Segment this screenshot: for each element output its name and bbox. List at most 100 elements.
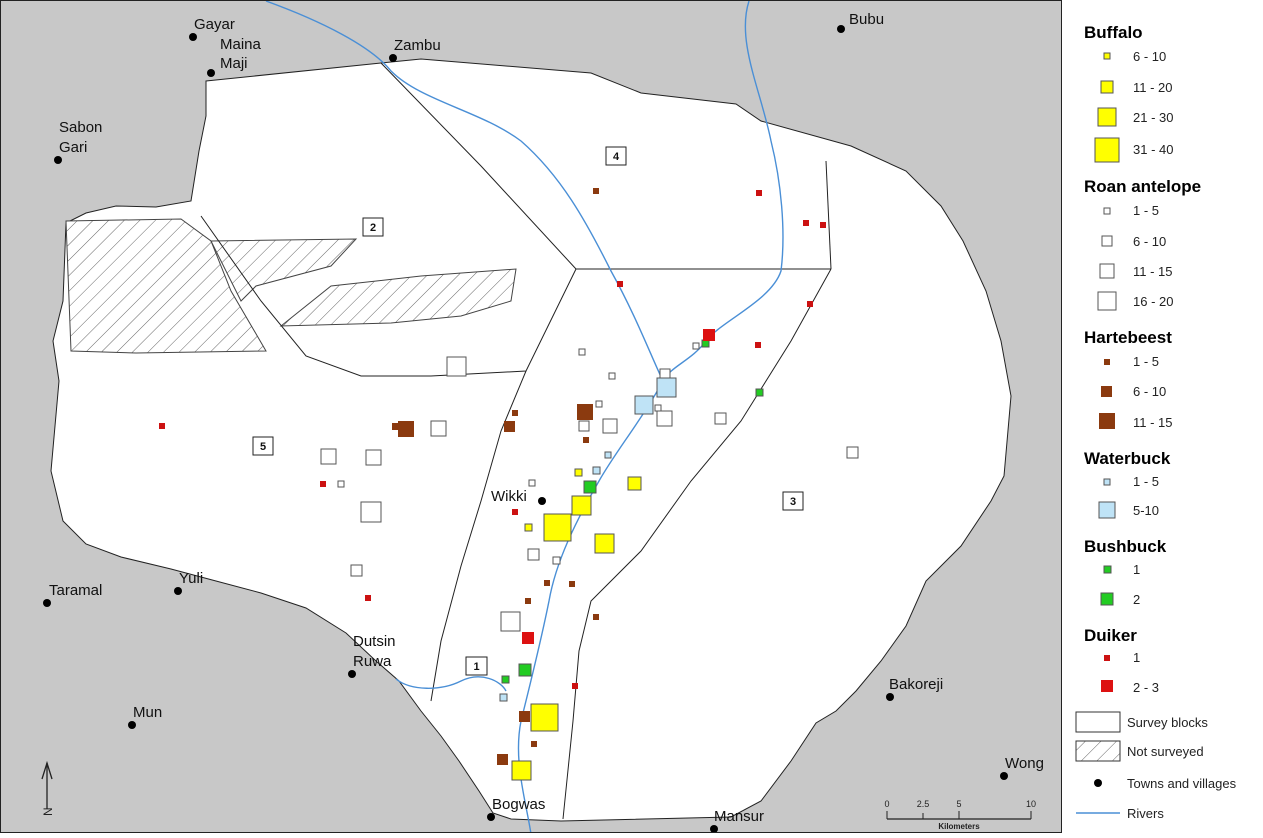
block-label-3: 3 bbox=[782, 491, 804, 511]
town-label-bubu: Bubu bbox=[849, 11, 884, 28]
town-dot bbox=[128, 721, 136, 729]
legend-title-duiker: Duiker bbox=[1084, 626, 1137, 645]
scale-tick: 10 bbox=[1026, 799, 1036, 809]
roan-marker bbox=[350, 564, 363, 577]
buffalo-marker bbox=[530, 703, 559, 732]
town-label-bogwas: Bogwas bbox=[492, 796, 545, 813]
hartebeest-marker bbox=[544, 580, 550, 586]
scale-bar: 0 2.5 5 10 Kilometers bbox=[884, 799, 1036, 831]
duiker-marker bbox=[512, 509, 518, 515]
town-dot bbox=[348, 670, 356, 678]
legend-title-roan: Roan antelope bbox=[1084, 177, 1201, 196]
town-dot bbox=[538, 497, 546, 505]
town-label-dutsin: Dutsin bbox=[353, 633, 396, 650]
roan-marker bbox=[527, 548, 540, 561]
legend-title-bushbuck: Bushbuck bbox=[1084, 537, 1167, 556]
legend-swatch-towns bbox=[1094, 779, 1102, 787]
svg-text:2: 2 bbox=[370, 222, 376, 234]
legend-swatch bbox=[1099, 263, 1115, 279]
town-label-gayar: Gayar bbox=[194, 16, 235, 33]
legend-title-waterbuck: Waterbuck bbox=[1084, 449, 1171, 468]
town-dot bbox=[1000, 772, 1008, 780]
roan-marker bbox=[552, 556, 561, 565]
map-frame[interactable]: 1 2 3 4 5 bbox=[0, 0, 1062, 833]
roan-marker bbox=[654, 404, 662, 412]
hartebeest-marker bbox=[398, 421, 414, 437]
duiker-marker bbox=[807, 301, 813, 307]
town-label-mansur: Mansur bbox=[714, 808, 764, 825]
waterbuck-marker bbox=[604, 451, 612, 459]
legend-item: 2 - 3 bbox=[1133, 680, 1159, 695]
duiker-marker bbox=[755, 342, 761, 348]
scale-unit: Kilometers bbox=[938, 822, 980, 831]
waterbuck-marker bbox=[592, 466, 601, 475]
town-label-maji: Maji bbox=[220, 55, 248, 72]
town-label-wikki: Wikki bbox=[491, 488, 527, 505]
town-dot bbox=[43, 599, 51, 607]
legend-item: 21 - 30 bbox=[1133, 110, 1173, 125]
duiker-marker bbox=[522, 632, 534, 644]
legend-swatch bbox=[1101, 680, 1113, 692]
legend-item: 1 - 5 bbox=[1133, 203, 1159, 218]
legend-item-survey-blocks: Survey blocks bbox=[1127, 715, 1208, 730]
legend-swatch bbox=[1103, 565, 1112, 574]
legend-item: 31 - 40 bbox=[1133, 142, 1173, 157]
legend-item: 6 - 10 bbox=[1133, 49, 1166, 64]
wildlife-markers bbox=[159, 188, 859, 781]
duiker-marker bbox=[617, 281, 623, 287]
town-label-taramal: Taramal bbox=[49, 582, 102, 599]
block-label-2: 2 bbox=[362, 217, 384, 237]
not-surveyed-area-mid bbox=[210, 238, 358, 302]
legend-swatch bbox=[1098, 501, 1116, 519]
bushbuck-marker bbox=[755, 388, 764, 397]
legend-item: 6 - 10 bbox=[1133, 234, 1166, 249]
scale-tick: 0 bbox=[884, 799, 889, 809]
legend-item: 11 - 20 bbox=[1133, 80, 1173, 95]
map-canvas[interactable]: 1 2 3 4 5 bbox=[1, 1, 1062, 833]
north-arrow-icon: N bbox=[41, 760, 55, 816]
block-boundaries bbox=[200, 62, 832, 820]
duiker-marker bbox=[756, 190, 762, 196]
scale-tick: 2.5 bbox=[917, 799, 930, 809]
legend-title-buffalo: Buffalo bbox=[1084, 23, 1143, 42]
legend-item: 1 - 5 bbox=[1133, 354, 1159, 369]
hartebeest-marker bbox=[593, 614, 599, 620]
legend-swatch-not-surveyed bbox=[1075, 740, 1121, 762]
hartebeest-marker bbox=[497, 754, 508, 765]
town-label-mun: Mun bbox=[133, 704, 162, 721]
legend-item-rivers: Rivers bbox=[1127, 806, 1164, 821]
legend-swatch bbox=[1103, 207, 1111, 215]
towns: Gayar Maina Maji Zambu Bubu Sabon Gari W… bbox=[43, 11, 1044, 832]
town-dot bbox=[174, 587, 182, 595]
bushbuck-marker bbox=[518, 663, 532, 677]
roan-marker bbox=[500, 611, 521, 632]
legend-item: 11 - 15 bbox=[1133, 415, 1173, 430]
roan-marker bbox=[446, 356, 467, 377]
hartebeest-marker bbox=[569, 581, 575, 587]
town-dot bbox=[837, 25, 845, 33]
duiker-marker bbox=[820, 222, 826, 228]
bushbuck-marker bbox=[501, 675, 510, 684]
town-label-zambu: Zambu bbox=[394, 37, 441, 54]
town-dot bbox=[886, 693, 894, 701]
legend-item: 2 bbox=[1133, 592, 1140, 607]
svg-text:5: 5 bbox=[260, 441, 266, 453]
legend-swatch bbox=[1100, 80, 1114, 94]
legend-item: 16 - 20 bbox=[1133, 294, 1173, 309]
waterbuck-marker bbox=[656, 377, 677, 398]
town-dot bbox=[189, 33, 197, 41]
legend-item: 1 - 5 bbox=[1133, 474, 1159, 489]
block-label-4: 4 bbox=[605, 146, 627, 166]
legend-swatch bbox=[1101, 235, 1113, 247]
legend-swatch bbox=[1099, 413, 1115, 429]
roan-marker bbox=[578, 420, 590, 432]
hartebeest-marker bbox=[583, 437, 589, 443]
duiker-marker bbox=[365, 595, 371, 601]
roan-marker bbox=[528, 479, 536, 487]
hartebeest-marker bbox=[512, 410, 518, 416]
hartebeest-marker bbox=[392, 423, 399, 430]
roan-marker bbox=[320, 448, 337, 465]
legend-swatch bbox=[1097, 291, 1117, 311]
roan-marker bbox=[337, 480, 345, 488]
waterbuck-marker bbox=[634, 395, 654, 415]
